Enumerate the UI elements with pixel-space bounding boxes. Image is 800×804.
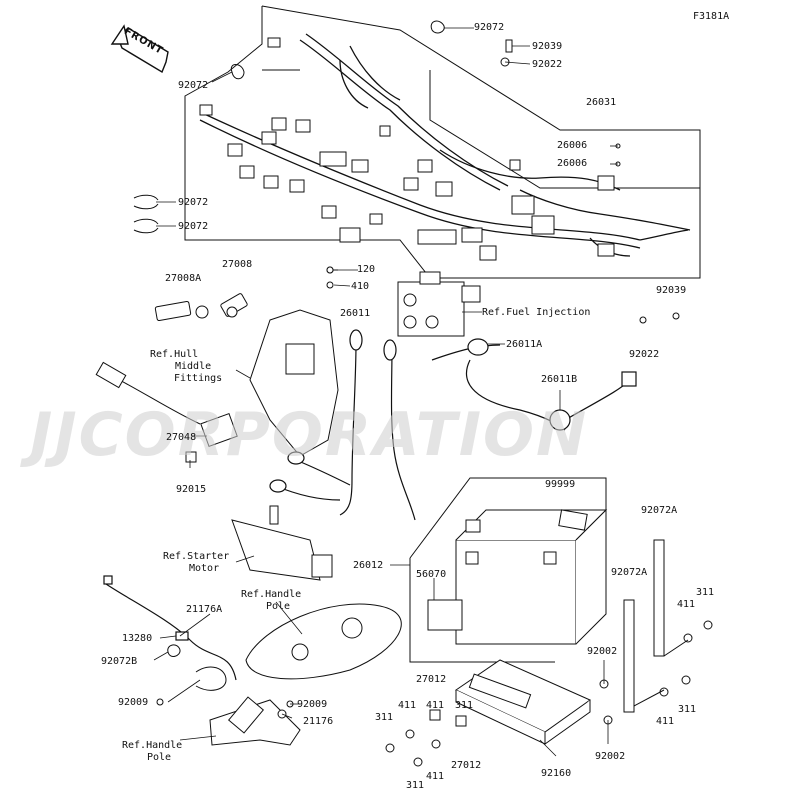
part-label: 27008 xyxy=(222,259,253,270)
ref-label: Ref.Hull xyxy=(150,349,199,360)
part-label: 92009 xyxy=(118,697,149,708)
nut-icon xyxy=(156,266,680,767)
part-label: 411 xyxy=(426,771,445,782)
part-label: 27012 xyxy=(416,674,447,685)
ref-label: Ref.Starter xyxy=(163,551,230,562)
part-label: 411 xyxy=(426,700,445,711)
part-label: 92072A xyxy=(611,567,648,578)
part-label: 26011B xyxy=(541,374,578,385)
figure-code: F3181A xyxy=(693,11,730,22)
part-label: 92015 xyxy=(176,484,207,495)
main-harness xyxy=(199,33,691,257)
part-label: 56070 xyxy=(416,569,447,580)
part-label: 92009 xyxy=(297,699,328,710)
starter-cables xyxy=(269,451,351,501)
part-label: 27012 xyxy=(451,760,482,771)
part-label: 92039 xyxy=(656,285,687,296)
part-label: 26011 xyxy=(340,308,371,319)
part-label: 27048 xyxy=(166,432,197,443)
part-label: 92039 xyxy=(532,41,563,52)
part-label: 311 xyxy=(455,700,474,711)
front-arrow-icon xyxy=(110,24,169,74)
part-label: 26006 xyxy=(557,158,588,169)
part-label: 26011A xyxy=(506,339,543,350)
battery-cables xyxy=(339,329,637,521)
part-label: 92072 xyxy=(178,80,209,91)
part-label: 27008A xyxy=(165,273,202,284)
part-label: 120 xyxy=(357,264,376,275)
part-label: 26006 xyxy=(557,140,588,151)
part-label: 92022 xyxy=(532,59,563,70)
leader-lines xyxy=(153,27,618,757)
part-label: 311 xyxy=(678,704,697,715)
ref-label: Middle xyxy=(175,361,212,372)
ref-label: Ref.Handle xyxy=(241,589,302,600)
relay-27048-icon xyxy=(95,361,238,463)
part-label: 26031 xyxy=(586,97,617,108)
relay-box-icon xyxy=(326,266,481,337)
part-label: 92072A xyxy=(641,505,678,516)
part-label: 13280 xyxy=(122,633,153,644)
part-label: 92002 xyxy=(595,751,626,762)
part-label: 21176A xyxy=(186,604,223,615)
part-label: 411 xyxy=(656,716,675,727)
part-label: 92002 xyxy=(587,646,618,657)
clamp-icon xyxy=(133,20,445,234)
battery-tray-icon xyxy=(454,659,592,745)
part-label: 92160 xyxy=(541,768,572,779)
starter-motor-icon xyxy=(231,505,333,581)
ref-label: Ref.Fuel Injection xyxy=(482,307,591,318)
ref-label: Motor xyxy=(189,563,220,574)
part-label: 411 xyxy=(398,700,417,711)
ref-label: Pole xyxy=(147,752,172,763)
part-label: 311 xyxy=(406,780,425,791)
battery-icon xyxy=(427,508,608,645)
handle-pole-icon xyxy=(209,603,402,746)
key-icon xyxy=(154,293,248,322)
part-label: 26012 xyxy=(353,560,384,571)
part-label: 92022 xyxy=(629,349,660,360)
part-label: 411 xyxy=(677,599,696,610)
part-label: 92072 xyxy=(178,221,209,232)
part-label: 410 xyxy=(351,281,370,292)
ref-label: Fittings xyxy=(174,373,223,384)
part-label: 92072 xyxy=(474,22,505,33)
part-label: 92072 xyxy=(178,197,209,208)
battery-frame xyxy=(409,477,607,663)
harness-frame xyxy=(184,5,701,279)
clamp-icon xyxy=(167,644,227,691)
part-label: 311 xyxy=(696,587,715,598)
watermark: JJCORPORATION xyxy=(30,400,589,470)
ref-label: Ref.Handle xyxy=(122,740,183,751)
part-label: 21176 xyxy=(303,716,334,727)
ref-label: Pole xyxy=(266,601,291,612)
part-label: 92072B xyxy=(101,656,138,667)
cover-icon xyxy=(249,309,339,457)
part-label: 311 xyxy=(375,712,394,723)
part-label: 99999 xyxy=(545,479,576,490)
